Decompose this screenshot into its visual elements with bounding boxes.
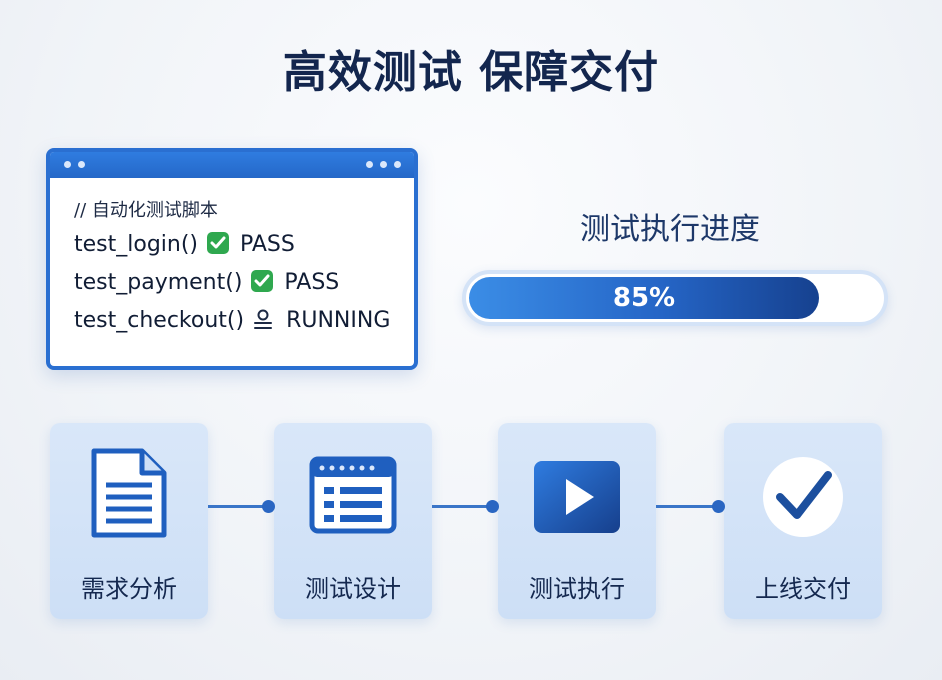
connector-dot: [712, 500, 725, 513]
step-card-delivery: 上线交付: [724, 423, 882, 619]
code-line: test_login() PASS: [74, 226, 404, 264]
test-status: RUNNING: [286, 308, 391, 333]
step-label: 上线交付: [755, 575, 851, 603]
test-function: test_payment(): [74, 270, 243, 295]
window-dot-icon: [64, 161, 71, 168]
step-card-execution: 测试执行: [498, 423, 656, 619]
window-dot-icon: [366, 161, 373, 168]
connector-line: [208, 505, 268, 508]
progress-value: 85%: [612, 283, 676, 313]
test-function: test_login(): [74, 232, 199, 257]
code-comment: // 自动化测试脚本: [74, 200, 218, 221]
document-icon: [91, 448, 167, 538]
hourglass-icon: [253, 306, 273, 329]
step-label: 测试执行: [529, 575, 625, 603]
connector-line: [432, 505, 492, 508]
code-line: test_checkout() RUNNING: [74, 302, 404, 340]
checkmark-icon: [763, 457, 843, 537]
step-label: 需求分析: [81, 575, 177, 603]
page-title: 高效测试 保障交付: [282, 47, 660, 98]
connector-dot: [262, 500, 275, 513]
step-label: 测试设计: [305, 575, 401, 603]
test-status: PASS: [240, 232, 295, 257]
window-dot-icon: [78, 161, 85, 168]
list-window-icon: [309, 456, 397, 534]
window-dot-icon: [394, 161, 401, 168]
progress-fill: 85%: [469, 277, 819, 319]
code-window: // 自动化测试脚本 test_login() PASS test_paymen…: [46, 148, 418, 370]
window-titlebar: [50, 152, 414, 178]
play-icon: [534, 461, 620, 533]
code-body: // 自动化测试脚本 test_login() PASS test_paymen…: [74, 196, 404, 340]
code-line: test_payment() PASS: [74, 264, 404, 302]
test-status: PASS: [284, 270, 340, 295]
connector-line: [656, 505, 718, 508]
connector-dot: [486, 500, 499, 513]
progress-bar: 85%: [462, 270, 888, 326]
window-dot-icon: [380, 161, 387, 168]
progress-label: 测试执行进度: [580, 212, 760, 247]
test-function: test_checkout(): [74, 308, 245, 333]
step-card-design: 测试设计: [274, 423, 432, 619]
check-icon: [251, 270, 274, 292]
check-icon: [207, 232, 230, 254]
step-card-requirements: 需求分析: [50, 423, 208, 619]
